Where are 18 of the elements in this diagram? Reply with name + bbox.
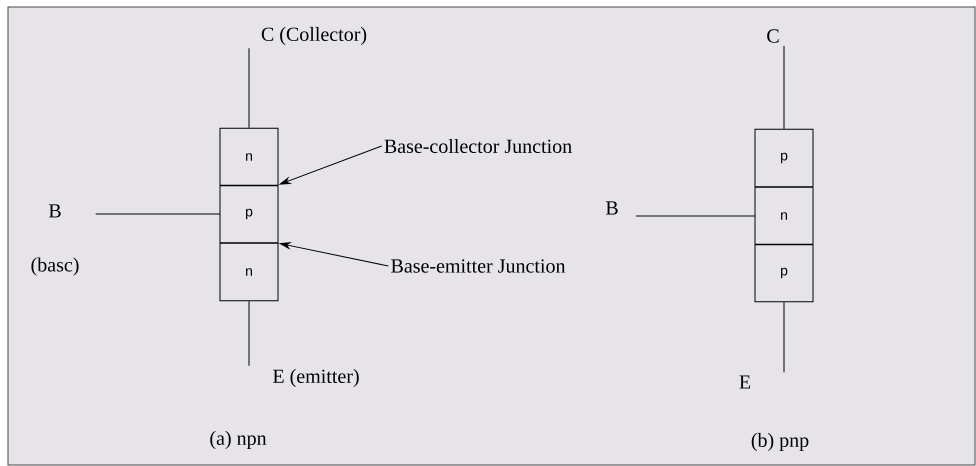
terminal-label: B [606, 201, 618, 215]
caption: (a) npn [210, 430, 266, 450]
lead-wire [248, 300, 250, 366]
terminal-label: B (basc) [31, 204, 79, 276]
layer-box: p [220, 184, 278, 244]
layer-box: n [220, 242, 278, 302]
layer-box: n [220, 128, 278, 186]
layer-box: p [754, 244, 814, 302]
layer-box: p [754, 128, 814, 188]
terminal-label: C (Collector) [262, 26, 366, 46]
terminal-label: E [739, 375, 750, 389]
junction-label: Base-collector Junction [384, 138, 572, 154]
lead-wire [248, 48, 250, 128]
caption: (b) pnp [752, 432, 808, 452]
layer-box: n [754, 186, 814, 246]
terminal-label: C [767, 29, 779, 43]
terminal-label: E (emitter) [273, 368, 359, 388]
junction-label: Base-emitter Junction [391, 259, 566, 273]
